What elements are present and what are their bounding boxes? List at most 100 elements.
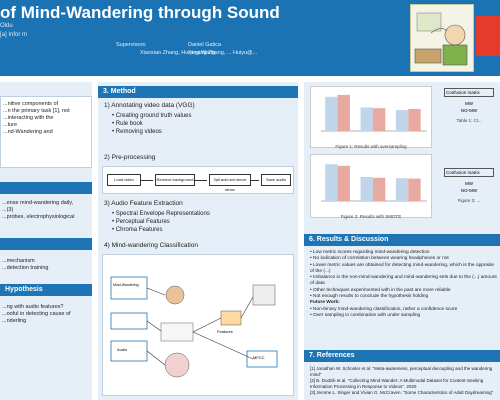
author-line: [a] Infor m — [0, 32, 28, 38]
supervisors-list: Daniel Gatica Xuyang Zhang, ... Huiyu@..… — [188, 42, 257, 57]
classification-diagram: Features MFCC Mind-Wandering Audio — [102, 254, 294, 396]
step3-title: 3) Audio Feature Extraction — [104, 200, 183, 207]
step1-item: Creating ground truth values — [112, 112, 192, 120]
chart-bar — [337, 94, 350, 131]
chart-1-svg — [321, 94, 427, 132]
step4-title: 4) Mind-wandering Classification — [104, 242, 198, 249]
diagram-label: Features — [217, 329, 233, 334]
hypothesis-text: ...ng with audio features? ...ooful in d… — [2, 304, 90, 325]
intro-line: ...ture — [3, 122, 18, 128]
flow-step: Split audio and remove silence — [209, 174, 251, 192]
step1-title: 1) Annotating video data (VGG) — [104, 102, 195, 109]
method-header: 3. Method — [98, 86, 298, 98]
section-bar-gap — [0, 238, 92, 250]
step3-item: Perceptual Features — [112, 218, 210, 226]
references-list: [1] Jonathan W. Schooler et al. "Meta-aw… — [310, 366, 498, 396]
chart-bar — [325, 96, 338, 131]
chart-2-caption: Figure 2: Results with SMOTE — [340, 214, 402, 219]
intro-box: ...nitive components of ...n the primary… — [0, 96, 92, 168]
preprocessing-flow: Load video Remove background Split audio… — [102, 166, 294, 194]
gap-line: ...mechanism — [2, 258, 35, 264]
result-item: Not enough results to conclude the hypot… — [310, 294, 498, 300]
poster-header: of Mind-Wandering through Sound Oldu [a]… — [0, 0, 500, 76]
cm-label: MW — [465, 181, 473, 186]
result-item: Imbalance in the non-mind-wandering and … — [310, 275, 498, 288]
chart-bar — [337, 165, 350, 201]
diagram-label: Audio — [117, 347, 128, 352]
chart-bar — [395, 110, 409, 131]
related-line: ...ense mind-wandering daily, — [2, 200, 74, 206]
step2-title: 2) Pre-processing — [104, 154, 156, 161]
section-bar-related — [0, 182, 92, 194]
chart-bar — [395, 178, 409, 201]
table-2-caption: Figure 3: ... — [457, 198, 481, 203]
chart-1-caption: Figure 1: Results with oversampling — [335, 144, 407, 149]
chart-bar — [360, 177, 373, 201]
flow-arrow — [251, 180, 259, 181]
result-item: Low metric scores regarding mind-wanderi… — [310, 250, 498, 256]
step3-item: Spectral Envelope Representations — [112, 210, 210, 218]
hypothesis-line: ...ng with audio features? — [2, 304, 64, 310]
flow-arrow — [141, 180, 153, 181]
chart-bar — [408, 108, 421, 131]
future-item: Over sampling in combination with under … — [310, 313, 498, 319]
hypothesis-line: ...ooful in detecting cause of — [2, 311, 71, 317]
intro-line: ...interacting with the — [3, 115, 54, 121]
chart-bar — [325, 164, 338, 201]
step1-item: Rule book — [112, 120, 192, 128]
diagram-label: Mind-Wandering — [113, 283, 139, 287]
chart-bar — [372, 177, 386, 201]
chart-2-svg — [321, 164, 427, 202]
related-line: ...(3) — [2, 207, 14, 213]
future-work-label: Future Work: — [310, 300, 340, 306]
classification-diagram-svg — [110, 276, 278, 378]
results-header: 6. Results & Discussion — [304, 234, 500, 246]
reference-item: [2] B. Dudzik et al. "Collecting Mind-Wa… — [310, 378, 484, 389]
results-column: Figure 1: Results with oversampling Figu… — [304, 82, 500, 400]
cm-2-title: Confusion matrix — [444, 168, 494, 177]
reference-item: [3] Jerome L. Singer and Vivian G. McCra… — [310, 390, 494, 395]
cartoon-illustration-icon — [414, 12, 468, 66]
left-column: ...nitive components of ...n the primary… — [0, 82, 92, 400]
flow-step: Remove background — [155, 174, 195, 186]
cm-1-title: Confusion matrix — [444, 88, 494, 97]
intro-line: ...nd-Wandering and — [3, 129, 53, 135]
supervisors-label: Supervisors: — [116, 42, 147, 48]
confusion-matrix-2: Confusion matrix MW NO-MW Figure 3: ... — [444, 168, 494, 203]
chart-bar — [372, 108, 386, 131]
step3-item: Chroma Features — [112, 226, 210, 234]
method-column: 3. Method 1) Annotating video data (VGG)… — [98, 82, 298, 400]
table-1-caption: Table 1: Cl... — [456, 118, 482, 123]
flow-arrow — [195, 180, 207, 181]
future-item: Non-binary mind-wandering classification… — [310, 307, 498, 313]
authors-left: Oldu [a] Infor m — [0, 22, 90, 40]
step1-list: Creating ground truth values Rule book R… — [112, 112, 192, 136]
intro-line: ...n the primary task [1], not — [3, 108, 70, 114]
flow-step: Save audio — [261, 174, 291, 186]
supervisor-extra: Xiaoxiao Zhang, Huiying Wang — [140, 50, 216, 56]
flow-step: Load video — [107, 174, 141, 186]
diagram-label: MFCC — [253, 355, 265, 360]
results-list: Low metric scores regarding mind-wanderi… — [310, 250, 498, 319]
result-item: No indication of correlation between wea… — [310, 256, 498, 262]
poster-title: of Mind-Wandering through Sound — [0, 3, 280, 22]
reference-item: [1] Jonathan W. Schooler et al. "Meta-aw… — [310, 366, 493, 377]
related-line: ...probes, electrophysiological — [2, 214, 75, 220]
chart-bar — [360, 107, 373, 131]
section-bar-hypothesis: Hypothesis — [0, 284, 92, 296]
supervisor-line: Xuyang Zhang, ... Huiyu@... — [188, 49, 258, 56]
chart-1: Figure 1: Results with oversampling — [310, 86, 432, 149]
supervisor-line: Daniel Gatica — [188, 42, 222, 48]
university-logo-illustration — [410, 4, 474, 72]
hypothesis-line: ...nderling — [2, 318, 27, 324]
related-text: ...ense mind-wandering daily, ...(3) ...… — [2, 200, 90, 221]
step1-item: Removing videos — [112, 128, 192, 136]
references-header: 7. References — [304, 350, 500, 362]
cm-label: MW — [465, 101, 473, 106]
tu-logo — [476, 16, 500, 56]
cm-label: NO-MW — [460, 188, 478, 193]
chart-bar — [408, 178, 421, 201]
author-line: Oldu — [0, 23, 13, 29]
gap-text: ...mechanism ...detection training — [2, 258, 90, 272]
result-item: Other techniques experimented with in th… — [310, 288, 498, 294]
